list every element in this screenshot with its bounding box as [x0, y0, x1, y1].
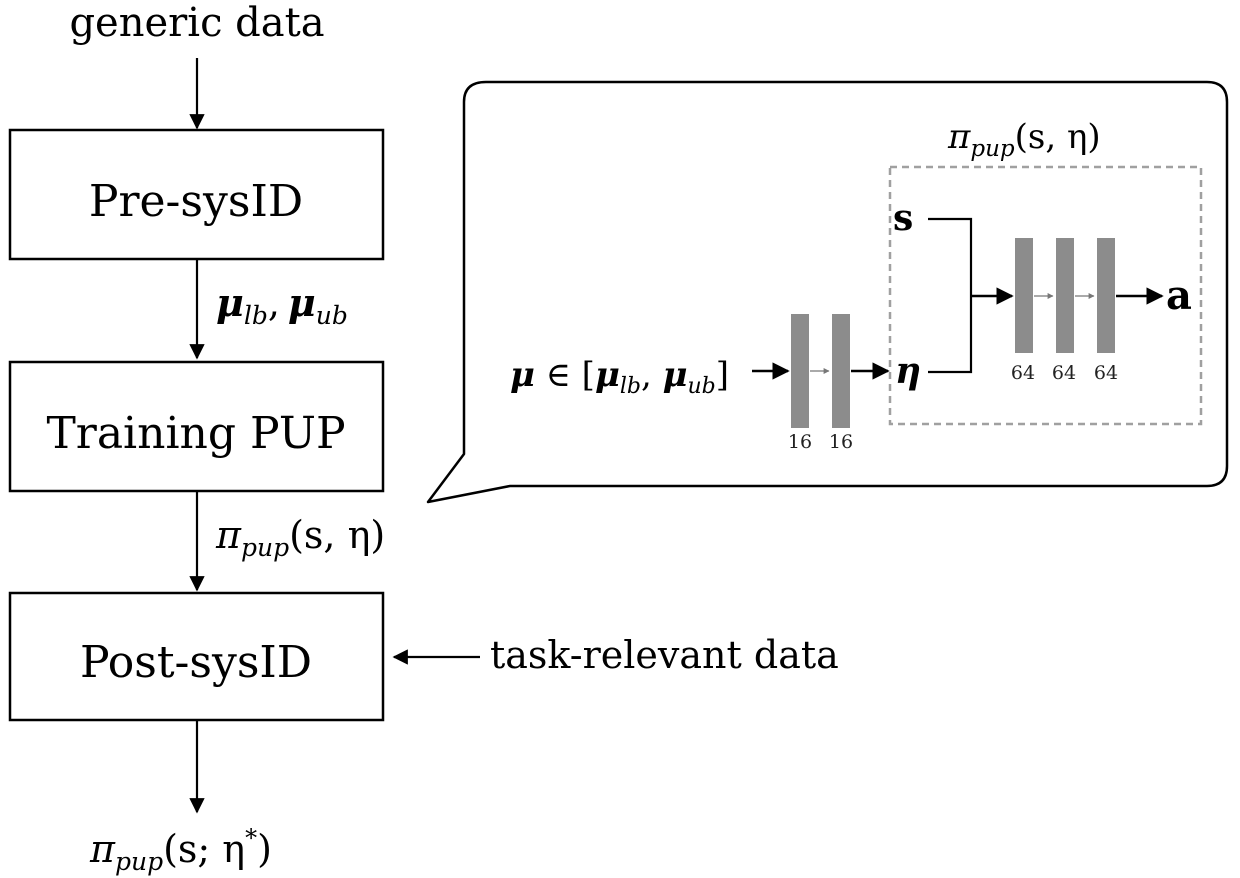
eta-merge-line: [928, 296, 973, 374]
post-sysid-label: Post-sysID: [80, 637, 312, 688]
policy-network-region: [888, 165, 1203, 426]
mu-range-label: μ ∈ [μlb, μub]: [510, 355, 729, 399]
post-sysid-box: [8, 591, 385, 722]
training-pup-box: [8, 360, 385, 493]
encoder-layer-1: [791, 314, 809, 428]
pre-sysid-box: [8, 128, 385, 261]
encoder-units-1: 16: [788, 431, 812, 453]
final-policy-label: πpup(s; η*): [89, 824, 272, 876]
policy-units-2: 64: [1052, 362, 1076, 384]
pre-sysid-label: Pre-sysID: [89, 176, 303, 227]
policy-units-1: 64: [1011, 362, 1035, 384]
task-relevant-data-label: task-relevant data: [490, 633, 839, 677]
bounds-label: μlb,μub: [216, 280, 348, 330]
policy-units-3: 64: [1094, 362, 1118, 384]
action-label: a: [1166, 272, 1192, 319]
policy-layer-1: [1015, 238, 1033, 353]
policy-label: πpup(s, η): [215, 513, 385, 562]
training-pup-label: Training PUP: [46, 408, 345, 459]
encoder-layer-2: [832, 314, 850, 428]
policy-layer-3: [1097, 238, 1115, 353]
encoder-units-2: 16: [829, 431, 853, 453]
callout-policy-title: πpup(s, η): [947, 117, 1101, 162]
generic-data-label: generic data: [69, 0, 324, 46]
policy-layer-2: [1056, 238, 1074, 353]
state-label: s: [893, 197, 913, 239]
state-merge-line: [928, 217, 973, 296]
callout-bubble: [426, 80, 1229, 504]
eta-label: η: [895, 350, 921, 392]
